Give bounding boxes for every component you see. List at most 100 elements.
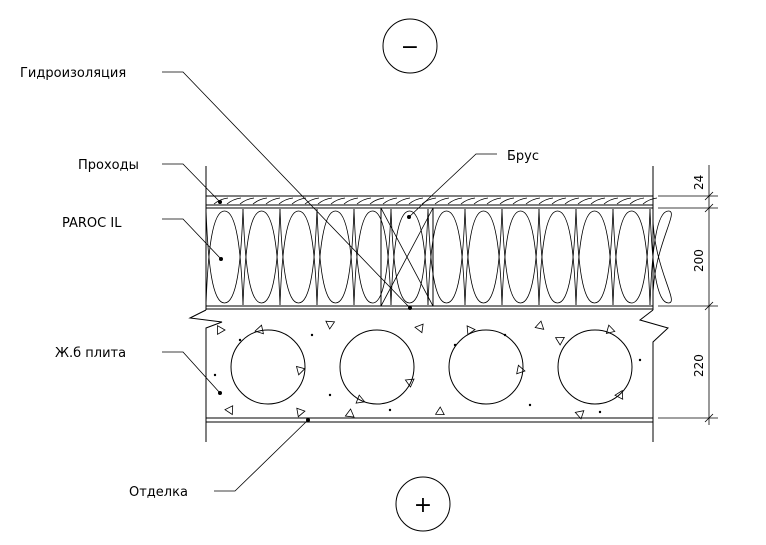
plus-circle [395, 476, 451, 532]
aggregate-triangle [355, 394, 366, 404]
grain-stroke [551, 197, 567, 205]
grain-stroke [317, 197, 333, 205]
insulation-loop [427, 208, 466, 304]
aggregate-triangle [605, 324, 616, 335]
insulation-loop [279, 208, 318, 304]
minus-circle [382, 18, 438, 74]
grain-stroke [616, 197, 632, 205]
aggregate-dot [238, 338, 242, 342]
leader-dot [407, 215, 411, 219]
grain-stroke [460, 197, 476, 205]
insulation-layer [205, 166, 672, 310]
insulation-loop [464, 208, 503, 304]
aggregate-dot [503, 333, 507, 337]
grain-stroke [538, 197, 554, 205]
grain-stroke [629, 197, 645, 205]
label-passages-text: Проходы [78, 158, 139, 173]
insulation-loop [464, 210, 503, 306]
grain-stroke [499, 197, 515, 205]
hollow-core [339, 329, 415, 405]
leader-dot [306, 418, 310, 422]
aggregate-dot [213, 373, 217, 377]
insulation-loop [575, 210, 614, 306]
grain-stroke [252, 197, 268, 205]
grain-stroke [395, 197, 411, 205]
insulation-loop [316, 210, 355, 306]
dimension-slab: 220 [692, 354, 706, 377]
insulation-loop [390, 210, 429, 306]
leader-dot [408, 306, 412, 310]
grain-stroke [265, 197, 281, 205]
aggregate-dot [453, 343, 457, 347]
leader-dot [218, 200, 222, 204]
aggregate-triangle [614, 389, 624, 400]
grain-stroke [434, 197, 450, 205]
dimension-chain: 24 200 220 [658, 165, 718, 425]
beam [360, 207, 456, 307]
grain-stroke [447, 197, 463, 205]
aggregate-triangle [296, 407, 306, 418]
grain-stroke [564, 197, 580, 205]
wood-grain [213, 197, 658, 205]
insulation-loop [205, 208, 244, 304]
grain-stroke [525, 197, 541, 205]
label-slab-text: Ж.б плита [55, 346, 126, 361]
insulation-loop [279, 210, 318, 306]
grain-stroke [603, 197, 619, 205]
insulation-loop [353, 210, 392, 306]
insulation-loop [390, 208, 429, 304]
insulation-loop [242, 210, 281, 306]
aggregate-triangle [516, 364, 526, 375]
leader-dot [218, 391, 222, 395]
aggregate-triangle [554, 336, 565, 346]
insulation-hatch [205, 208, 672, 306]
grain-stroke [356, 197, 372, 205]
insulation-loop [538, 208, 577, 304]
grain-stroke [278, 197, 294, 205]
grain-stroke [213, 197, 229, 205]
aggregate-triangle [534, 320, 545, 330]
grain-stroke [304, 197, 320, 205]
insulation-loop [316, 208, 355, 304]
grain-stroke [486, 197, 502, 205]
grain-stroke [369, 197, 385, 205]
hollow-core [448, 329, 524, 405]
top-board-layer [206, 195, 658, 209]
aggregate-triangle [295, 365, 306, 376]
label-slab: Ж.б плита [55, 346, 222, 395]
grain-stroke [343, 197, 359, 205]
label-waterproofing-text: Гидроизоляция [20, 66, 126, 81]
label-waterproofing: Гидроизоляция [20, 66, 412, 310]
grain-stroke [421, 197, 437, 205]
plus-sign: + [414, 493, 432, 518]
aggregate-triangle [344, 408, 355, 418]
grain-stroke [590, 197, 606, 205]
insulation-loop [649, 208, 672, 304]
aggregate-triangle [325, 320, 336, 330]
label-insulation-text: PAROC IL [62, 216, 122, 231]
aggregate-dot [638, 358, 642, 362]
insulation-loop [612, 208, 651, 304]
plus-symbol: + [395, 476, 451, 532]
insulation-loop [575, 208, 614, 304]
minus-sign: − [401, 35, 419, 60]
insulation-loop [538, 210, 577, 306]
minus-symbol: − [382, 18, 438, 74]
label-finish: Отделка [129, 418, 310, 500]
insulation-loop [427, 210, 466, 306]
label-insulation: PAROC IL [62, 216, 223, 261]
grain-stroke [239, 197, 255, 205]
aggregate-triangle [254, 324, 264, 335]
aggregate-dot [310, 333, 314, 337]
aggregate-triangle [217, 325, 226, 335]
insulation-loop [353, 208, 392, 304]
concrete-aggregate [213, 320, 642, 420]
hollow-core [230, 329, 306, 405]
aggregate-triangle [404, 378, 415, 388]
label-passages: Проходы [78, 158, 222, 204]
hollow-cores [230, 329, 633, 405]
grain-stroke [382, 197, 398, 205]
aggregate-dot [388, 408, 392, 412]
grain-stroke [642, 197, 658, 205]
